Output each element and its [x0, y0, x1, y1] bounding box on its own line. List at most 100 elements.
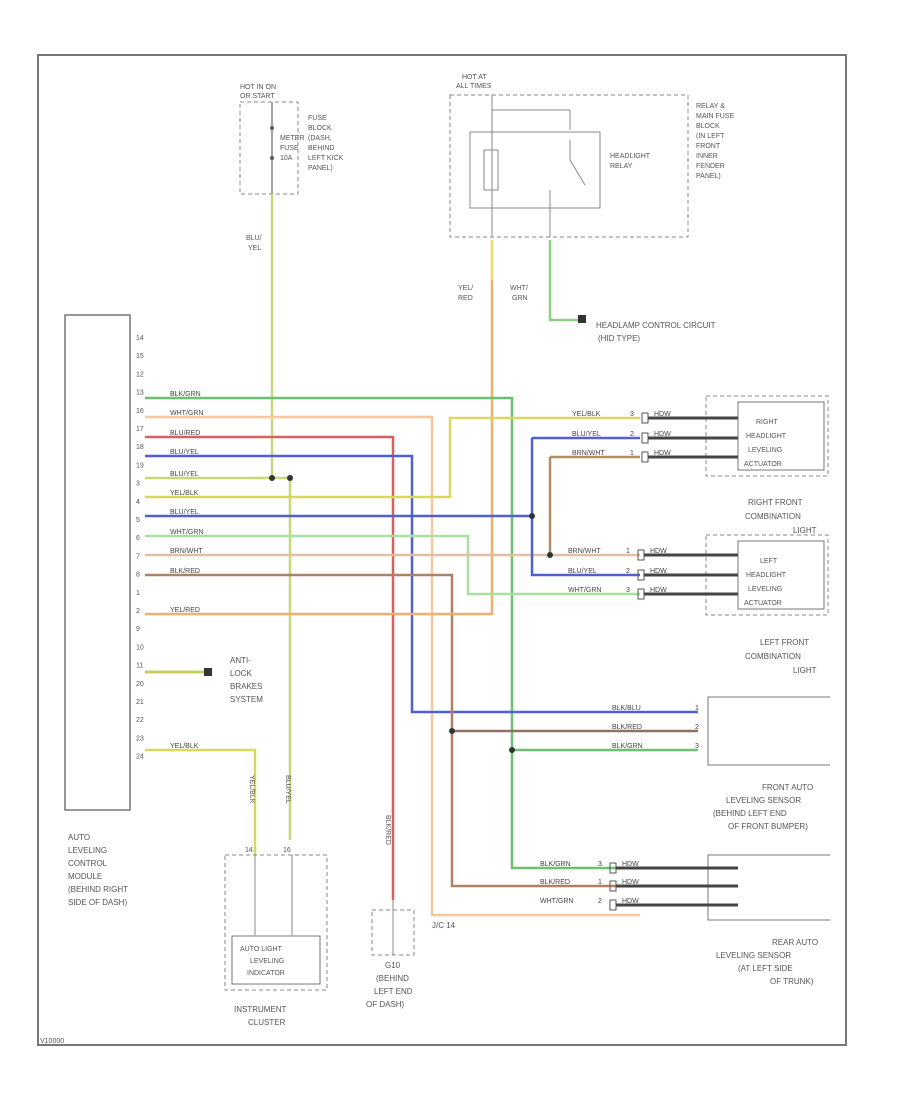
- wire-label-blu-yel-2: YEL: [248, 245, 261, 252]
- module-pin-6: 18: [136, 444, 144, 451]
- module-label-5: (BEHIND RIGHT: [68, 885, 128, 894]
- front-sensor-box: [707, 696, 830, 766]
- cluster-location-2: CLUSTER: [248, 1018, 286, 1027]
- rear-sensor-conn-tag-1: HDW: [622, 879, 639, 886]
- module-pin-13: 8: [136, 572, 140, 579]
- module-pin-12: 7: [136, 553, 140, 560]
- rear-sensor-location-1: REAR AUTO: [772, 938, 818, 947]
- junction-dot-5: [509, 747, 515, 753]
- relay-hot-label-1: HOT AT: [462, 74, 487, 81]
- right-actuator-connector-1: [641, 432, 649, 444]
- front-sensor-location-4: OF FRONT BUMPER): [728, 822, 808, 831]
- module-wire-label-2: BLU/RED: [170, 430, 200, 437]
- module-wire-label-9: BLK/RED: [170, 568, 200, 575]
- module-wire-label-10: YEL/RED: [170, 607, 200, 614]
- module-wire-label-8: BRN/WHT: [170, 548, 203, 555]
- module-pin-14: 1: [136, 590, 140, 597]
- wire-label-wht-grn-1: WHT/: [510, 285, 528, 292]
- left-actuator-pin-2: 3: [626, 587, 630, 594]
- relay-location-4: (IN LEFT: [696, 133, 725, 140]
- rear-sensor-location-3: (AT LEFT SIDE: [738, 964, 793, 973]
- wire-label-wht-grn-2: GRN: [512, 295, 528, 302]
- rear-sensor-location-4: OF TRUNK): [770, 977, 814, 986]
- relay-hot-label-2: ALL TIMES: [456, 83, 492, 90]
- left-actuator-pin-1: 2: [626, 568, 630, 575]
- right-actuator-label-1: RIGHT: [756, 419, 779, 426]
- right-actuator-wire-label-1: BLU/YEL: [572, 431, 601, 438]
- module-pin-23: 24: [136, 754, 144, 761]
- module-label-3: CONTROL: [68, 859, 108, 868]
- left-actuator-wire-label-0: BRN/WHT: [568, 548, 601, 555]
- module-pin-7: 19: [136, 462, 144, 469]
- footer-code: V10000: [40, 1038, 64, 1045]
- front-sensor-wire-label-2: BLK/GRN: [612, 743, 643, 750]
- jc-label: J/C 14: [432, 921, 456, 930]
- relay-location-3: BLOCK: [696, 123, 720, 130]
- module-pin-8: 3: [136, 481, 140, 488]
- fuse-location-1: FUSE: [308, 115, 327, 122]
- right-actuator-connector-2: [641, 451, 649, 463]
- right-actuator-conn-tag-1: HDW: [654, 431, 671, 438]
- ground-location-1: G10: [385, 961, 401, 970]
- module-wire-label-6: BLU/YEL: [170, 509, 199, 516]
- right-headlight-actuator: [737, 401, 825, 471]
- rear-sensor-conn-tag-2: HDW: [622, 898, 639, 905]
- diagram-frame: [37, 54, 847, 1046]
- rear-sensor-pin-1: 1: [598, 879, 602, 886]
- cluster-pin-2: 16: [283, 847, 291, 854]
- module-label-2: LEVELING: [68, 846, 107, 855]
- right-actuator-conn-tag-0: HDW: [654, 411, 671, 418]
- module-wire-label-7: WHT/GRN: [170, 529, 203, 536]
- module-pin-20: 21: [136, 699, 144, 706]
- right-actuator-location-3: LIGHT: [793, 526, 817, 535]
- front-sensor-location-3: (BEHIND LEFT END: [713, 809, 787, 818]
- fuse-block: HOT IN ON OR START METER FUSE 10A FUSE B…: [239, 84, 344, 195]
- junction-dot-1: [287, 475, 293, 481]
- wire-label-yel-red-2: RED: [458, 295, 473, 302]
- ground-location-2: (BEHIND: [376, 974, 409, 983]
- relay-name-2: RELAY: [610, 163, 633, 170]
- rear-sensor-wire-label-2: WHT/GRN: [540, 898, 573, 905]
- cluster-wire-label-2: BLU/YEL: [284, 775, 291, 804]
- front-sensor-location-1: FRONT AUTO: [762, 783, 813, 792]
- left-actuator-label-3: LEVELING: [748, 586, 782, 593]
- junction-dot-4: [449, 728, 455, 734]
- ground-location-3: LEFT END: [374, 987, 413, 996]
- module-wire-label-0: BLK/GRN: [170, 391, 201, 398]
- module-wire-5: [145, 416, 640, 499]
- front-sensor-pin-0: 1: [695, 705, 699, 712]
- ground-location-4: OF DASH): [366, 1000, 405, 1009]
- rear-sensor-pin-2: 2: [598, 898, 602, 905]
- module-pin-10: 5: [136, 517, 140, 524]
- right-actuator-pin-1: 2: [630, 431, 634, 438]
- front-sensor-pin-1: 2: [695, 724, 699, 731]
- front-sensor-wire-label-1: BLK/RED: [612, 724, 642, 731]
- module-pin-5: 17: [136, 426, 144, 433]
- module-wire-3: [145, 454, 698, 714]
- right-actuator-location-1: RIGHT FRONT: [748, 498, 803, 507]
- right-actuator-location-2: COMBINATION: [745, 512, 801, 521]
- relay-block: HOT AT ALL TIMES HEADLIGHT RELAY RELAY &…: [449, 74, 734, 238]
- junction-dot-2: [529, 513, 535, 519]
- module-wire-label-3: BLU/YEL: [170, 449, 199, 456]
- module-wire-label-1: WHT/GRN: [170, 410, 203, 417]
- module-label-6: SIDE OF DASH): [68, 898, 127, 907]
- left-actuator-label-1: LEFT: [760, 558, 778, 565]
- module-label-1: AUTO: [68, 833, 90, 842]
- fuse-location-3: (DASH,: [308, 135, 332, 142]
- relay-location-5: FRONT: [696, 143, 721, 150]
- ground-wire-label: BLK/RED: [384, 815, 391, 845]
- right-actuator-label-2: HEADLIGHT: [746, 433, 787, 440]
- cluster-indicator-2: LEVELING: [250, 958, 284, 965]
- rear-sensor-conn-tag-0: HDW: [622, 861, 639, 868]
- front-sensor-pin-2: 3: [695, 743, 699, 750]
- headlamp-control-label-2: (HID TYPE): [598, 334, 640, 343]
- module-wire-label-5: YEL/BLK: [170, 490, 199, 497]
- module-pin-4: 16: [136, 408, 144, 415]
- rear-sensor-wire-label-1: BLK/RED: [540, 879, 570, 886]
- fuse-hot-label-2: OR START: [240, 93, 275, 100]
- right-actuator-wire-label-0: YEL/BLK: [572, 411, 601, 418]
- module-label-4: MODULE: [68, 872, 102, 881]
- relay-location-8: PANEL): [696, 173, 721, 180]
